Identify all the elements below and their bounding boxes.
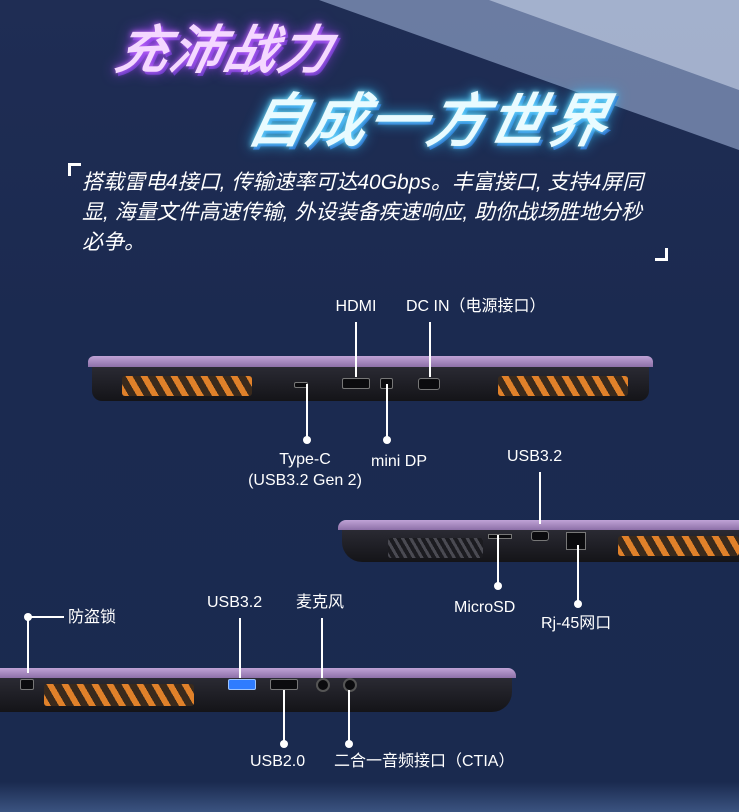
label-lock: 防盗锁 (68, 609, 117, 626)
description-text: 搭载雷电4接口, 传输速率可达40Gbps。丰富接口, 支持4屏同显, 海量文件… (82, 171, 644, 254)
leader-lock-horizontal (28, 616, 64, 618)
microsd-slot (488, 534, 512, 539)
laptop-right-side (338, 520, 739, 566)
label-usb32-left: USB3.2 (207, 594, 263, 611)
dc-in-port (418, 378, 440, 390)
label-type-c-spec: (USB3.2 Gen 2) (248, 472, 362, 489)
marker-type-c (303, 436, 311, 444)
label-usb20: USB2.0 (250, 753, 306, 770)
usb32-port-right (531, 531, 549, 541)
title-line-2: 自成一方世界 (241, 87, 617, 155)
label-microsd: MicroSD (454, 599, 516, 616)
leader-usb32-left (239, 618, 241, 678)
quote-bracket-open (68, 163, 81, 176)
label-dc-in: DC IN（电源接口） (406, 298, 546, 315)
audio-jack (343, 678, 357, 692)
quote-bracket-close (655, 248, 668, 261)
leader-usb20 (283, 690, 285, 745)
leader-dc-in (429, 322, 431, 377)
leader-hdmi (355, 322, 357, 377)
right-lid (338, 520, 739, 530)
lock-slot (20, 679, 34, 690)
left-lid (0, 668, 516, 678)
mic-jack (316, 678, 330, 692)
marker-usb20 (280, 740, 288, 748)
left-vent-orange (44, 684, 194, 706)
leader-type-c (306, 384, 308, 439)
light-beam-highlight (489, 0, 739, 90)
leader-microsd (497, 535, 499, 585)
label-mini-dp: mini DP (371, 453, 428, 470)
label-rj45: Rj-45网口 (541, 615, 612, 632)
bottom-glow (0, 782, 739, 812)
leader-mini-dp (386, 384, 388, 439)
leader-usb32-right (539, 472, 541, 524)
usb20-port (270, 679, 298, 690)
laptop-rear-view (88, 356, 653, 408)
label-type-c: Type-C (279, 451, 331, 468)
right-vent-orange (618, 536, 739, 556)
label-audio: 二合一音频接口（CTIA） (334, 753, 515, 770)
rj45-port (566, 532, 586, 550)
label-mic: 麦克风 (296, 594, 345, 611)
leader-rj45 (577, 545, 579, 603)
rear-lid (88, 356, 653, 367)
rear-vent-right (498, 376, 628, 396)
leader-audio (348, 690, 350, 745)
rear-vent-left (122, 376, 252, 396)
hdmi-port (342, 378, 370, 389)
label-hdmi: HDMI (335, 298, 377, 315)
usb32-port-left (228, 679, 256, 690)
right-vent-dark (388, 538, 483, 558)
title-line-1: 充沛战力 (110, 21, 340, 81)
label-usb32-right: USB3.2 (507, 448, 563, 465)
marker-audio (345, 740, 353, 748)
leader-lock-vertical (27, 617, 29, 673)
laptop-left-side (0, 668, 516, 716)
marker-microsd (494, 582, 502, 590)
marker-mini-dp (383, 436, 391, 444)
leader-mic (321, 618, 323, 678)
marker-rj45 (574, 600, 582, 608)
